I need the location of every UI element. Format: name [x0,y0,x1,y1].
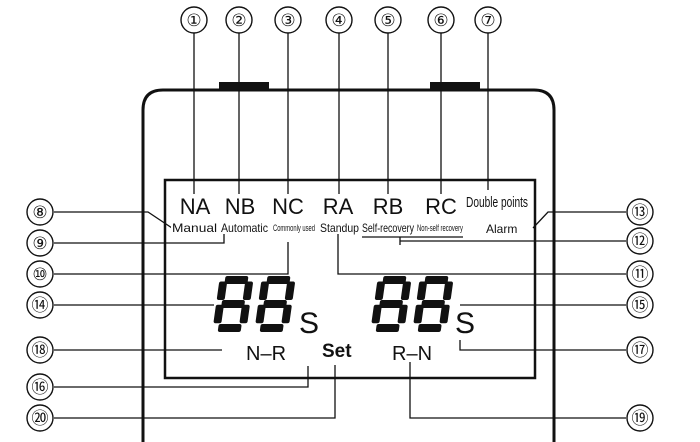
left-seconds-unit: S [299,307,319,340]
segment-g [421,300,445,308]
set-label: Set [322,341,352,362]
segment-g [263,300,287,308]
segment-g [221,300,245,308]
right-seven-segment-display [371,276,453,332]
callout-13: ⑬ [626,198,654,226]
segment-a [266,276,291,284]
callout-1: ① [180,6,208,34]
segment-f [258,281,269,300]
segment-b [284,281,295,300]
segment-b [400,281,411,300]
n-r-label: N–R [246,343,286,365]
callout-10: ⑩ [26,260,54,288]
double-points-label: Double points [466,194,528,211]
segment-d [217,324,242,332]
svg-text:⑪: ⑪ [632,265,649,284]
segment-b [242,281,253,300]
svg-text:⑭: ⑭ [32,296,49,315]
callout-3: ③ [274,6,302,34]
svg-text:②: ② [231,11,246,30]
svg-text:⑯: ⑯ [32,378,49,397]
callout-18: ⑱ [26,336,54,364]
segment-e [371,304,382,324]
lcd-window [163,178,537,380]
svg-text:⑤: ⑤ [380,11,395,30]
device-housing [141,82,556,442]
callout-circles: ① ② ③ ④ ⑤ ⑥ ⑦ ⑧ ⑨ ⑩ ⑭ ⑱ ⑯ ⑳ ⑬ ⑫ ⑪ ⑮ ⑰ ⑲ [26,6,654,432]
callout-11: ⑪ [626,260,654,288]
segment-f [216,281,227,300]
svg-text:⑰: ⑰ [632,341,649,360]
svg-text:⑬: ⑬ [632,203,649,222]
callout-14: ⑭ [26,291,54,319]
mode-label-rc: RC [425,194,457,219]
segment-e [413,304,424,324]
alarm-label: Alarm [486,222,517,236]
callout-2: ② [225,6,253,34]
segment-e [255,304,266,324]
leader-lines [54,33,626,419]
svg-text:⑧: ⑧ [32,203,47,222]
callout-5: ⑤ [374,6,402,34]
callout-15: ⑮ [626,291,654,319]
callout-20: ⑳ [26,404,54,432]
segment-g [379,300,403,308]
segment-b [442,281,453,300]
callout-17: ⑰ [626,336,654,364]
mode-labels: NA NB NC RA RB RC Double points [178,190,530,219]
callout-16: ⑯ [26,373,54,401]
svg-text:⑱: ⑱ [32,341,49,360]
segment-c [439,304,450,324]
segment-a [424,276,449,284]
callout-4: ④ [325,6,353,34]
mode-label-na: NA [180,194,211,219]
svg-text:④: ④ [331,11,346,30]
callout-6: ⑥ [427,6,455,34]
segment-c [397,304,408,324]
callout-12: ⑫ [626,227,654,255]
callout-7: ⑦ [474,6,502,34]
svg-text:⑮: ⑮ [632,296,649,315]
segment-e [213,304,224,324]
segment-f [374,281,385,300]
svg-text:⑩: ⑩ [32,265,47,284]
segment-d [375,324,400,332]
segment-d [259,324,284,332]
self-recovery-label: Self-recovery [362,221,414,235]
svg-text:⑨: ⑨ [32,234,47,253]
callout-9: ⑨ [26,229,54,257]
mode-label-nb: NB [225,194,256,219]
segment-c [281,304,292,324]
segment-a [224,276,249,284]
r-n-label: R–N [392,343,432,365]
mode-label-nc: NC [272,194,304,219]
svg-text:⑦: ⑦ [480,11,495,30]
commonly-used-label: Commonly used [273,223,315,233]
callout-8: ⑧ [26,198,54,226]
segment-d [417,324,442,332]
non-self-recovery-label: Non-self recovery [417,223,463,233]
standup-label: Standup [320,221,359,235]
svg-text:③: ③ [280,11,295,30]
svg-text:⑳: ⑳ [32,409,49,428]
left-seven-segment-display [213,276,295,332]
manual-label: Manual [172,221,217,235]
segment-f [416,281,427,300]
automatic-label: Automatic [221,221,268,235]
sub-labels: Manual Automatic Commonly used Standup S… [171,220,517,236]
segment-c [239,304,250,324]
mode-label-ra: RA [323,194,354,219]
svg-text:①: ① [186,11,201,30]
svg-text:⑥: ⑥ [433,11,448,30]
svg-text:⑫: ⑫ [632,232,649,251]
svg-text:⑲: ⑲ [632,409,649,428]
mode-label-rb: RB [373,194,404,219]
segment-a [382,276,407,284]
callout-19: ⑲ [626,404,654,432]
right-seconds-unit: S [455,307,475,340]
